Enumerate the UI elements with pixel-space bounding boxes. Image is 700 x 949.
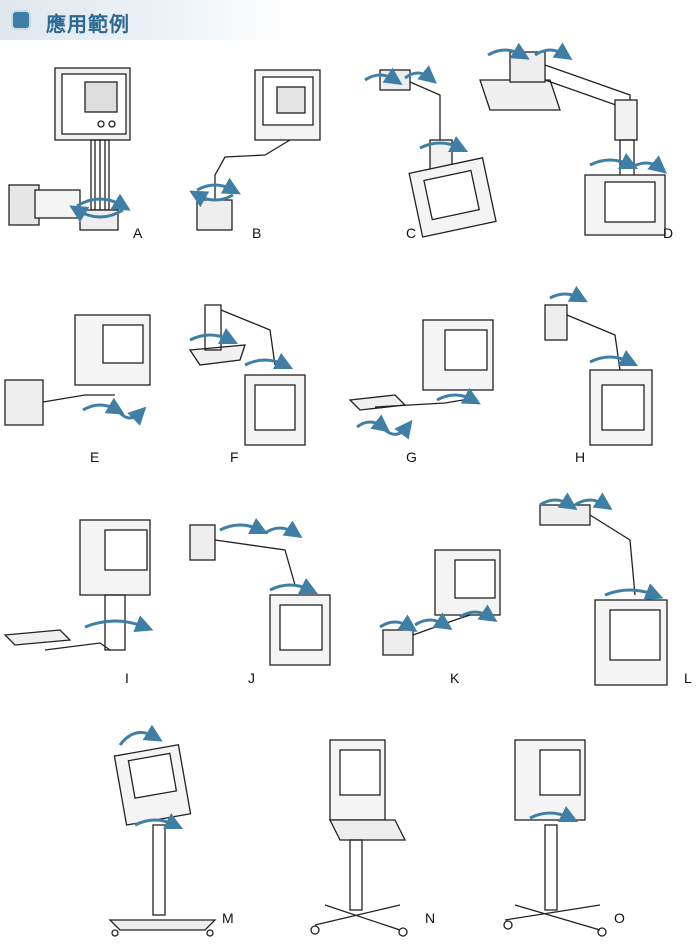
example-label: M bbox=[222, 910, 234, 926]
example-label: F bbox=[230, 449, 239, 465]
example-h-illustration bbox=[540, 285, 660, 455]
example-label: L bbox=[684, 670, 692, 686]
example-b-illustration bbox=[185, 65, 330, 240]
example-m-illustration bbox=[105, 724, 225, 940]
example-label: C bbox=[406, 225, 417, 241]
example-label: J bbox=[248, 670, 255, 686]
example-k-illustration bbox=[375, 545, 505, 665]
example-l-illustration bbox=[535, 492, 670, 690]
example-c-illustration bbox=[360, 60, 510, 240]
example-n-illustration bbox=[305, 730, 415, 940]
example-label: K bbox=[450, 670, 460, 686]
example-label: G bbox=[406, 449, 417, 465]
example-f-illustration bbox=[185, 290, 315, 455]
section-title: 應用範例 bbox=[46, 12, 130, 36]
example-a-illustration bbox=[5, 60, 145, 240]
example-label: A bbox=[133, 225, 143, 241]
example-label: D bbox=[663, 225, 674, 241]
example-o-illustration bbox=[500, 730, 610, 940]
header-square-icon bbox=[13, 12, 29, 28]
example-label: B bbox=[252, 225, 262, 241]
example-e-illustration bbox=[4, 310, 155, 440]
example-label: H bbox=[575, 449, 586, 465]
example-label: E bbox=[90, 449, 100, 465]
example-g-illustration bbox=[345, 315, 495, 445]
section-header: 應用範例 bbox=[0, 0, 290, 40]
example-j-illustration bbox=[185, 515, 331, 675]
example-label: I bbox=[125, 670, 129, 686]
example-i-illustration bbox=[3, 515, 155, 675]
example-label: O bbox=[614, 910, 625, 926]
example-label: N bbox=[425, 910, 436, 926]
example-d-illustration bbox=[479, 40, 667, 240]
